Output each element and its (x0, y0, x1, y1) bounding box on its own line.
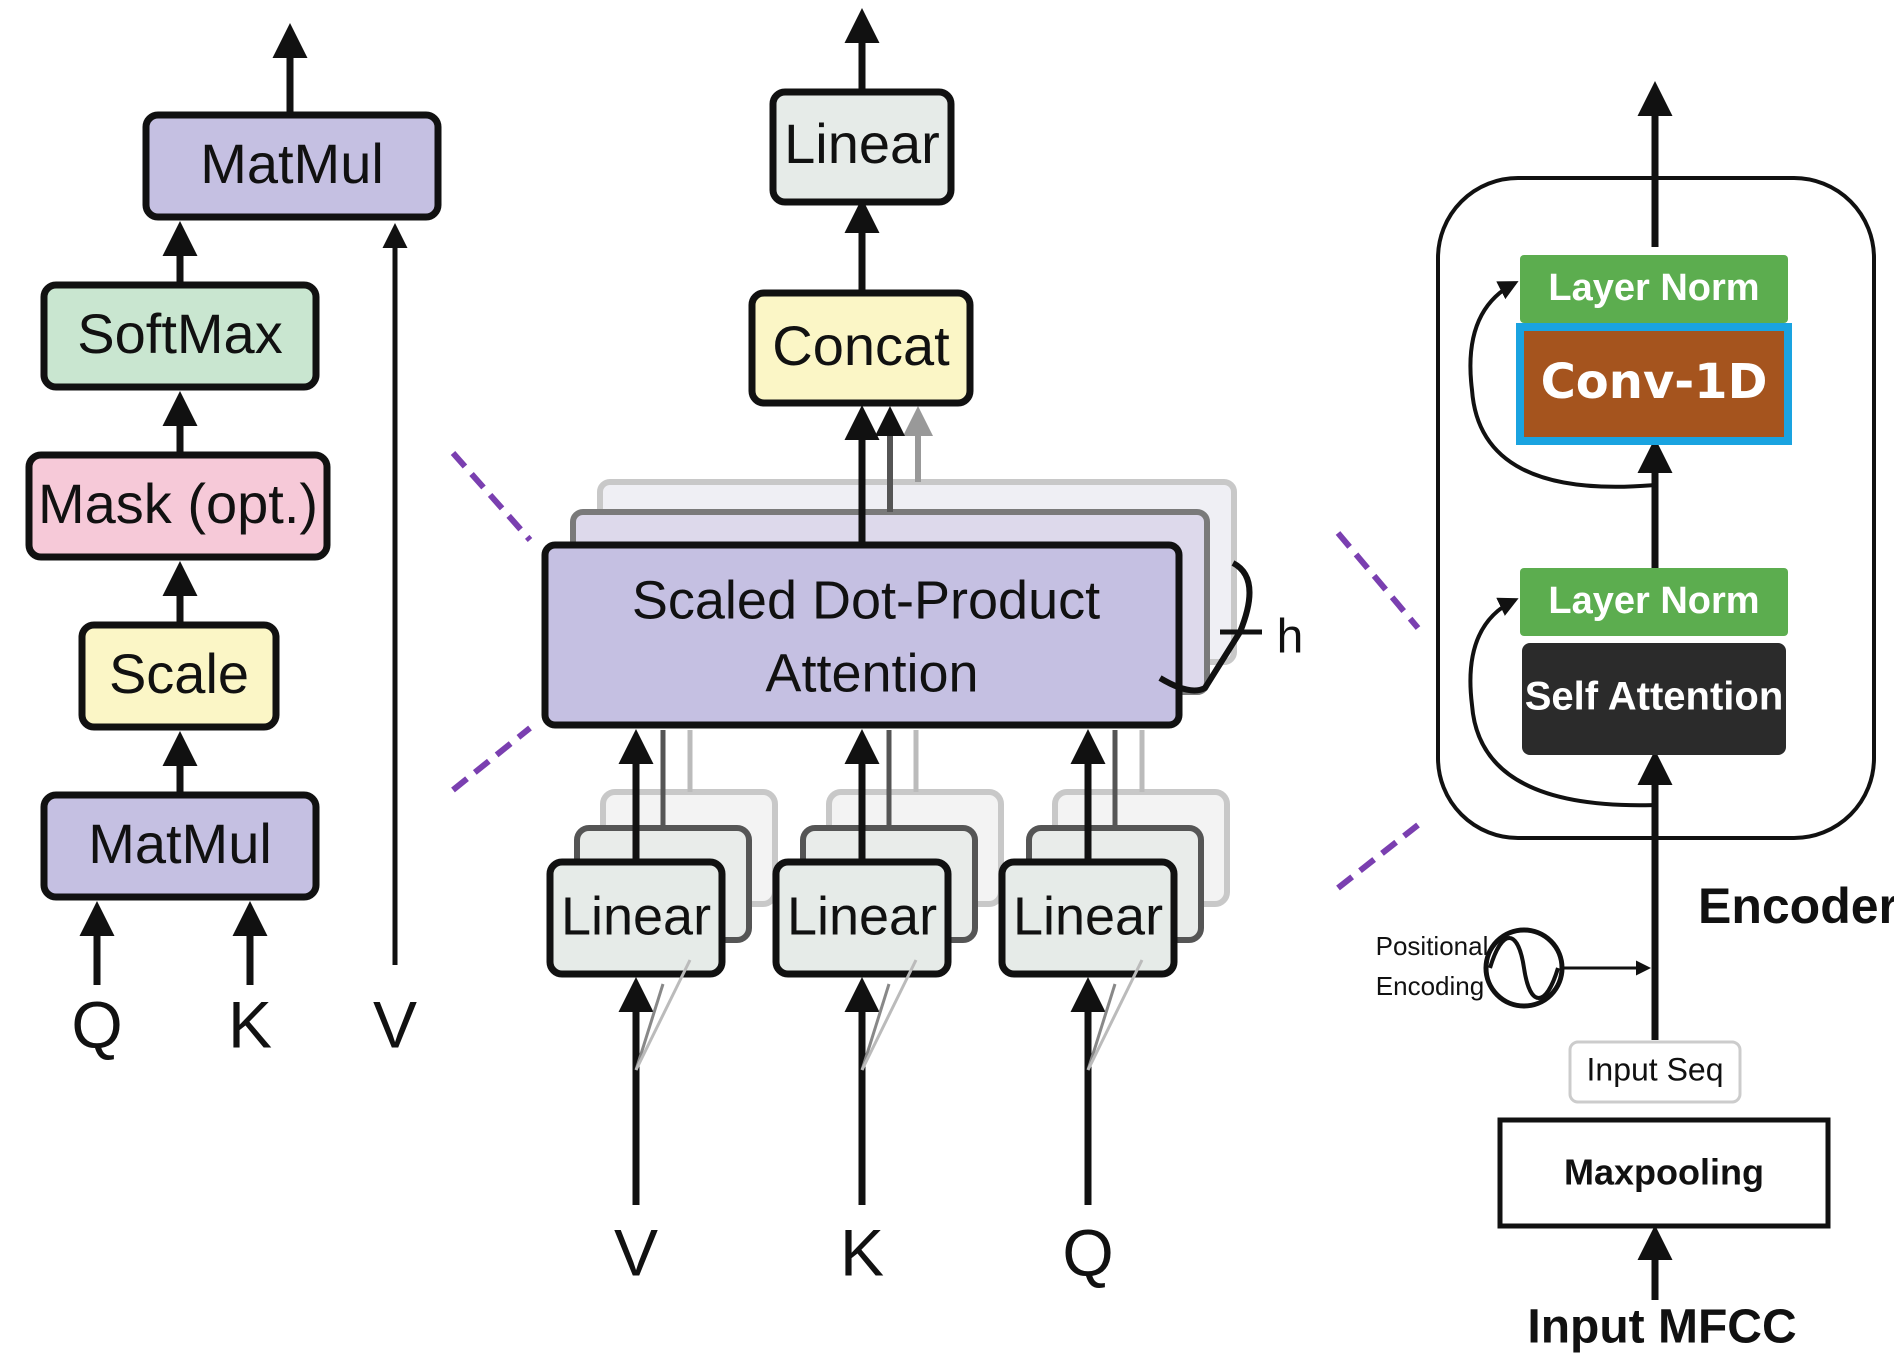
matmul-bottom-box (40, 791, 320, 901)
mh-input-v-label: V (614, 1215, 658, 1289)
residual-arrow-bottom (1468, 597, 1656, 808)
mask-label: Mask (opt.) (38, 472, 318, 535)
positional-label-line1: Positional (1376, 931, 1489, 961)
linear-q-label: Linear (1013, 886, 1163, 946)
multi-head-attention-panel: Scaled Dot-Product Attention h Concat Li… (541, 8, 1304, 1289)
fan-k-1 (860, 983, 891, 1071)
attention-label-line2: Attention (765, 643, 978, 703)
linear-k-label: Linear (787, 886, 937, 946)
input-seq-box (1568, 1040, 1742, 1104)
self-attention-label: Self Attention (1525, 675, 1784, 719)
concat-label: Concat (772, 314, 950, 377)
input-v-label: V (373, 987, 417, 1061)
scaled-dot-product-attention-box (541, 541, 1183, 729)
encoder-panel: Layer Norm Conv-1D Layer Norm Self Atten… (1376, 81, 1894, 1354)
layer-norm-bottom-label: Layer Norm (1548, 580, 1759, 622)
positional-label-line2: Encoding (1376, 971, 1484, 1001)
attention-label-line1: Scaled Dot-Product (632, 570, 1100, 630)
layer-norm-bottom-box (1520, 568, 1788, 636)
conv1d-box (1516, 323, 1792, 445)
softmax-label: SoftMax (77, 302, 282, 365)
connector-dash-lower-left (451, 725, 532, 793)
layer-norm-top-label: Layer Norm (1548, 267, 1759, 309)
fan-v-1 (634, 983, 665, 1071)
scaled-dot-product-panel: MatMul SoftMax Mask (opt.) Scale MatMul … (25, 23, 442, 1061)
fan-q-2 (1086, 959, 1144, 1071)
input-seq-label: Input Seq (1587, 1051, 1724, 1087)
linear-out-box (769, 88, 955, 206)
mh-input-k-label: K (840, 1215, 884, 1289)
maxpooling-box (1497, 1117, 1831, 1229)
mask-box (25, 451, 331, 561)
encoder-label: Encoder (1698, 878, 1894, 934)
concat-box (748, 289, 974, 407)
maxpooling-label: Maxpooling (1564, 1152, 1764, 1193)
input-mfcc-label: Input MFCC (1527, 1301, 1796, 1354)
input-q-label: Q (71, 987, 122, 1061)
fan-q-1 (1086, 983, 1117, 1071)
matmul-top-box (142, 111, 442, 221)
softmax-box (40, 281, 320, 391)
scale-box (78, 621, 280, 731)
matmul-bottom-label: MatMul (88, 812, 272, 875)
connector-dash-lower-right (1336, 822, 1420, 891)
fan-v-2 (634, 959, 692, 1071)
conv1d-label: Conv-1D (1541, 354, 1768, 410)
fan-k-2 (860, 959, 918, 1071)
self-attention-box (1522, 643, 1786, 755)
linear-v-label: Linear (561, 886, 711, 946)
input-k-label: K (228, 987, 272, 1061)
linear-out-label: Linear (784, 112, 940, 175)
connector-dash-upper-right (1335, 531, 1421, 630)
layer-norm-top-box (1520, 255, 1788, 323)
sine-wave-curve (1488, 936, 1560, 1000)
matmul-top-label: MatMul (200, 132, 384, 195)
heads-label: h (1277, 611, 1304, 664)
connector-dash-upper-left (450, 451, 533, 542)
scale-label: Scale (109, 642, 249, 705)
residual-arrow-top (1468, 281, 1656, 489)
mh-input-q-label: Q (1062, 1215, 1113, 1289)
